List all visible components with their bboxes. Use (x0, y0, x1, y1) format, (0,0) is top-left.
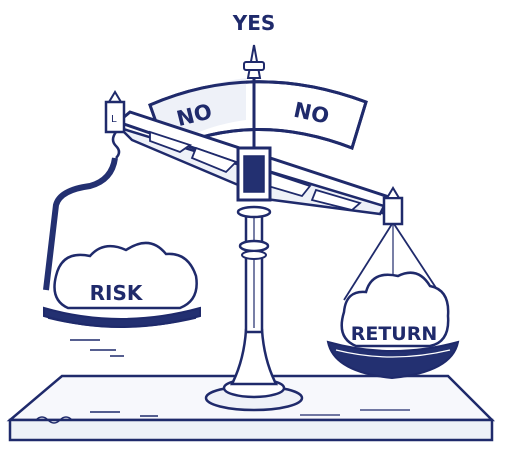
risk-label: RISK (90, 281, 144, 305)
yes-label: YES (232, 11, 276, 35)
svg-text:L: L (111, 114, 117, 125)
return-label: RETURN (351, 323, 438, 345)
